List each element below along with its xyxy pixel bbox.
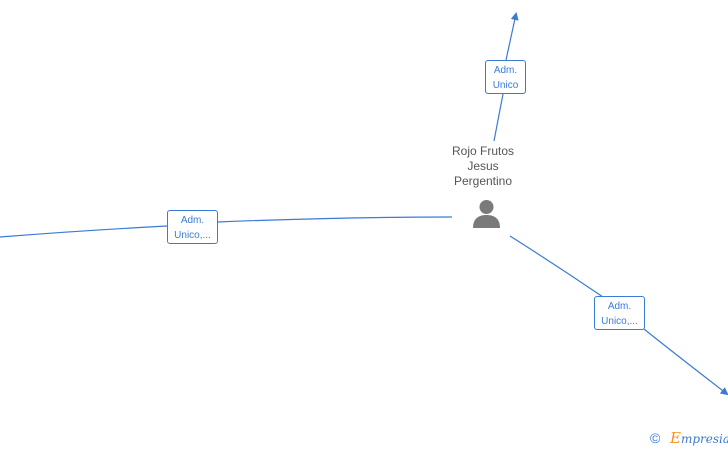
brand-logo-text: mpresia [680,432,728,446]
person-name-line: Rojo Frutos [451,144,515,158]
relation-label-line: Adm. [607,301,632,312]
person-name-line: Pergentino [453,174,513,188]
relation-label-line: Adm. [180,215,205,226]
brand-logo[interactable]: Empresia [670,429,728,448]
edge-left [0,216,453,238]
person-silhouette [473,200,500,228]
relation-label-line: Unico,... [601,316,638,327]
relation-label-line: Unico [492,80,519,91]
relation-label-left[interactable]: Adm. Unico,... [167,210,218,244]
relation-label-right[interactable]: Adm. Unico,... [594,296,645,330]
relation-label-line: Unico,... [174,230,211,241]
person-name-line: Jesus [467,159,499,173]
relation-label-top[interactable]: Adm. Unico [485,60,526,94]
edge-right [509,235,727,394]
edge-top [493,14,516,142]
relation-label-line: Adm. [493,65,518,76]
copyright-icon: © [650,430,661,446]
person-icon[interactable] [472,199,501,229]
person-name[interactable]: Rojo Frutos Jesus Pergentino [433,144,533,189]
brand-logo-initial: E [670,429,681,447]
